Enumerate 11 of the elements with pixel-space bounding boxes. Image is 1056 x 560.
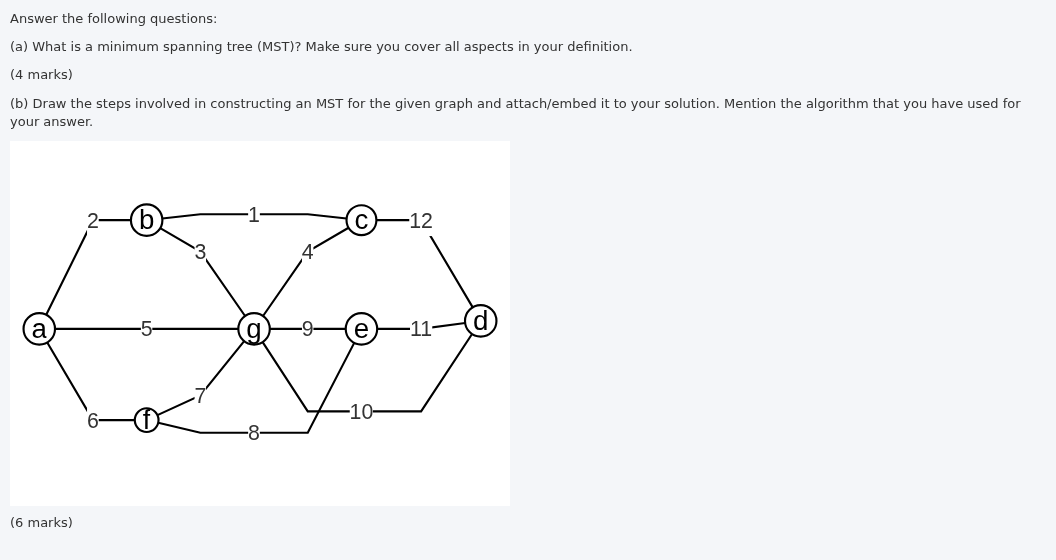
vertex-circle: g (237, 312, 271, 346)
question-text: Answer the following questions: (10, 10, 219, 28)
vertex-circle: d (463, 304, 498, 338)
vertex-circle: a (22, 312, 57, 346)
question-text: (b) Draw the steps involved in constructing an MST for the given graph and attach/embed it to your solution. Mention the algorithm that you have used for your answer. (10, 94, 1022, 131)
vertex-circle: e (344, 312, 379, 346)
vertex-circle: c (345, 203, 378, 237)
question-text: (6 marks) (10, 513, 74, 532)
question-text: (4 marks) (10, 66, 74, 85)
question-text: (a) What is a minimum spanning tree (MST)? Make sure you cover all aspects in your definition. (10, 38, 634, 57)
vertex-circle: b (129, 203, 164, 237)
